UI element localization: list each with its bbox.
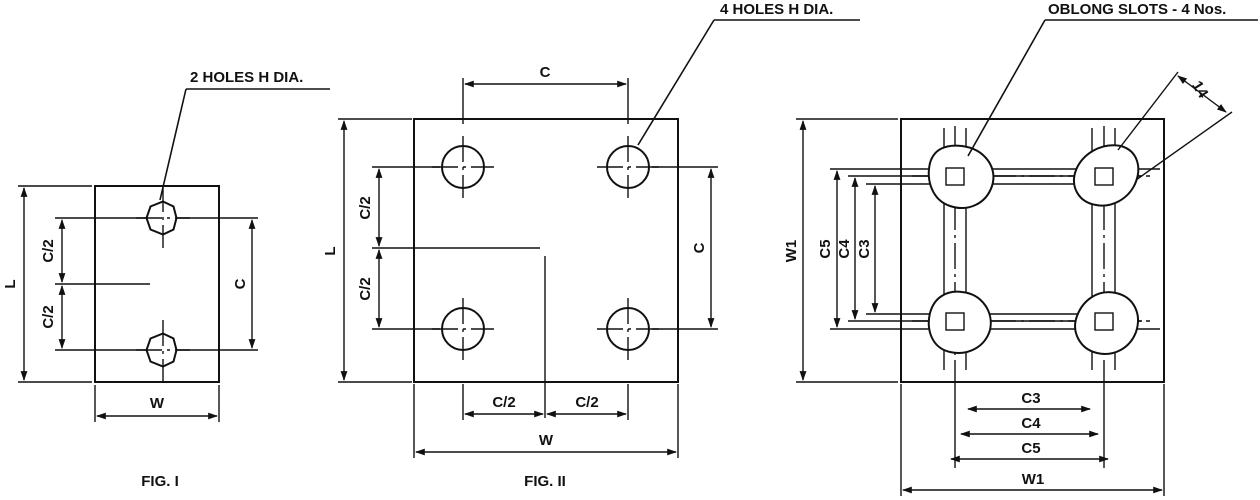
fig2-half-bottom-label: C/2 <box>357 277 374 300</box>
fig2-half-top-label: C/2 <box>357 196 374 219</box>
fig2-half-left-label: C/2 <box>492 394 515 411</box>
fig3-c5-vertical-label: C5 <box>817 239 834 258</box>
fig3-callout-leader <box>967 19 1046 157</box>
fig2-length-label: L <box>322 246 339 255</box>
fig3-slot-top-right <box>1073 144 1140 207</box>
fig3-callout-label: OBLONG SLOTS - 4 Nos. <box>1048 1 1226 18</box>
fig3-slot-bottom-left <box>927 290 992 354</box>
fig2-callout-leader <box>637 19 715 146</box>
fig2-width-label: W <box>539 432 554 449</box>
fig1-width-label: W <box>150 395 165 412</box>
fig2-caption: FIG. II <box>524 473 566 490</box>
fig1-half-bottom-label: C/2 <box>40 305 57 328</box>
fig2-right-center-label: C <box>691 242 708 253</box>
fig3-w1-vertical-label: W1 <box>783 240 800 263</box>
fig3-slot-width-dim-line <box>1177 75 1227 113</box>
fig3-slot-top-left <box>927 144 995 209</box>
fig2-drawing: 4 HOLES H DIA. C L C/2 C/2 C C/2 C/2 W F… <box>322 1 860 490</box>
fig2-callout-label: 4 HOLES H DIA. <box>720 1 833 18</box>
fig3-w1-horizontal-label: W1 <box>1022 471 1045 488</box>
fig1-half-top-label: C/2 <box>40 239 57 262</box>
fig3-c5-horizontal-label: C5 <box>1021 440 1040 457</box>
fig3-c3-horizontal-label: C3 <box>1021 390 1040 407</box>
fig3-c4-vertical-label: C4 <box>836 239 853 259</box>
fig3-c3-vertical-label: C3 <box>856 239 873 258</box>
fig1-caption: FIG. I <box>141 473 179 490</box>
fig3-c4-horizontal-label: C4 <box>1021 415 1041 432</box>
fig1-callout-leader <box>159 88 187 201</box>
fig3-drawing: OBLONG SLOTS - 4 Nos. 14 W1 C5 C4 C3 C3 … <box>783 1 1258 496</box>
fig2-top-center-label: C <box>540 64 551 81</box>
fig1-center-label: C <box>232 278 249 289</box>
fig1-drawing: 2 HOLES H DIA. L C/2 C/2 C W FIG. I <box>2 69 330 490</box>
fig1-length-label: L <box>2 279 19 288</box>
fig1-callout-label: 2 HOLES H DIA. <box>190 69 303 86</box>
fig3-slot-bottom-right <box>1074 291 1139 355</box>
fig2-half-right-label: C/2 <box>575 394 598 411</box>
